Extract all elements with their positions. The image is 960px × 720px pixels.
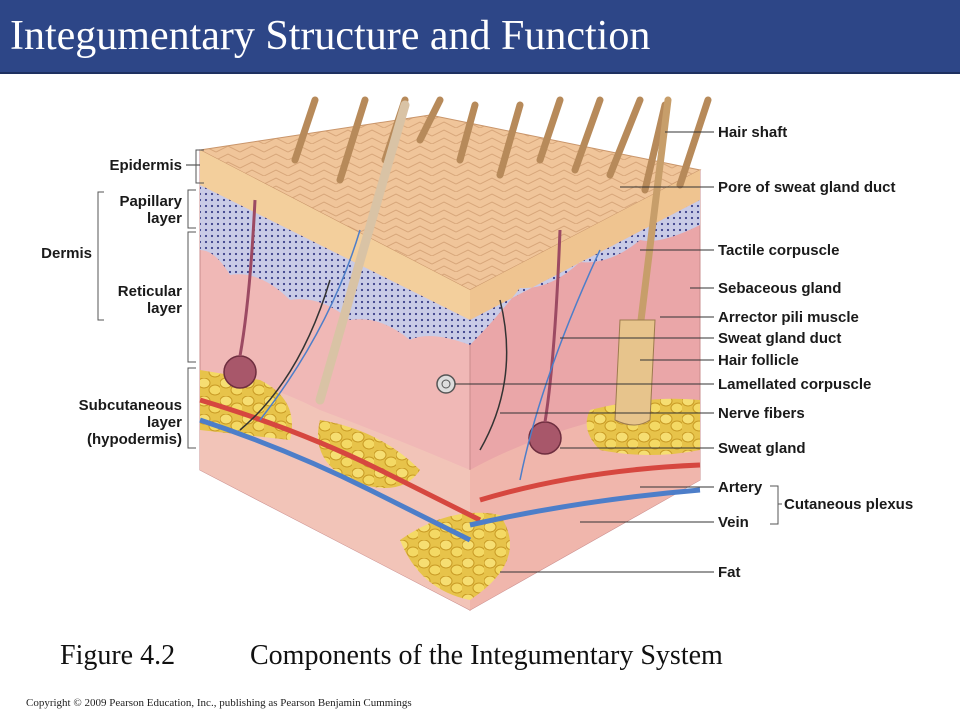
label-sweat-gland: Sweat gland bbox=[718, 440, 806, 457]
label-reticular-2: layer bbox=[147, 300, 182, 317]
label-epidermis: Epidermis bbox=[109, 157, 182, 174]
label-lamellated: Lamellated corpuscle bbox=[718, 376, 871, 393]
label-papillary-1: Papillary bbox=[119, 193, 182, 210]
skin-cross-section-diagram: Epidermis Papillary layer Dermis Reticul… bbox=[41, 96, 913, 611]
slide-title: Integumentary Structure and Function bbox=[10, 13, 651, 59]
left-labels: Epidermis Papillary layer Dermis Reticul… bbox=[41, 149, 204, 449]
skin-block bbox=[198, 114, 702, 611]
label-fat: Fat bbox=[718, 564, 741, 581]
label-subcutaneous-2: layer bbox=[147, 414, 182, 431]
label-vein: Vein bbox=[718, 514, 749, 531]
label-sweat-duct: Sweat gland duct bbox=[718, 330, 841, 347]
right-labels: Hair shaft Pore of sweat gland duct Tact… bbox=[455, 124, 913, 581]
label-sebaceous: Sebaceous gland bbox=[718, 280, 841, 297]
label-hair-shaft: Hair shaft bbox=[718, 124, 787, 141]
hair-follicle bbox=[614, 319, 656, 426]
label-pore: Pore of sweat gland duct bbox=[718, 179, 896, 196]
vessels bbox=[199, 199, 701, 543]
label-cutaneous-plexus: Cutaneous plexus bbox=[784, 496, 913, 513]
title-bar: Integumentary Structure and Function bbox=[0, 0, 960, 74]
lamellated-corpuscle bbox=[436, 374, 456, 394]
label-hair-follicle: Hair follicle bbox=[718, 352, 799, 369]
label-dermis: Dermis bbox=[41, 245, 92, 262]
label-artery: Artery bbox=[718, 479, 763, 496]
copyright-notice: Copyright © 2009 Pearson Education, Inc.… bbox=[26, 697, 412, 709]
label-arrector: Arrector pili muscle bbox=[718, 309, 859, 326]
label-tactile: Tactile corpuscle bbox=[718, 242, 839, 259]
figure-number: Figure 4.2 bbox=[60, 640, 176, 671]
figure-caption: Components of the Integumentary System bbox=[250, 640, 723, 671]
label-subcutaneous-1: Subcutaneous bbox=[79, 397, 182, 414]
label-subcutaneous-3: (hypodermis) bbox=[87, 431, 182, 448]
label-papillary-2: layer bbox=[147, 210, 182, 227]
label-reticular-1: Reticular bbox=[118, 283, 182, 300]
hairs bbox=[291, 96, 712, 414]
label-nerve: Nerve fibers bbox=[718, 405, 805, 422]
